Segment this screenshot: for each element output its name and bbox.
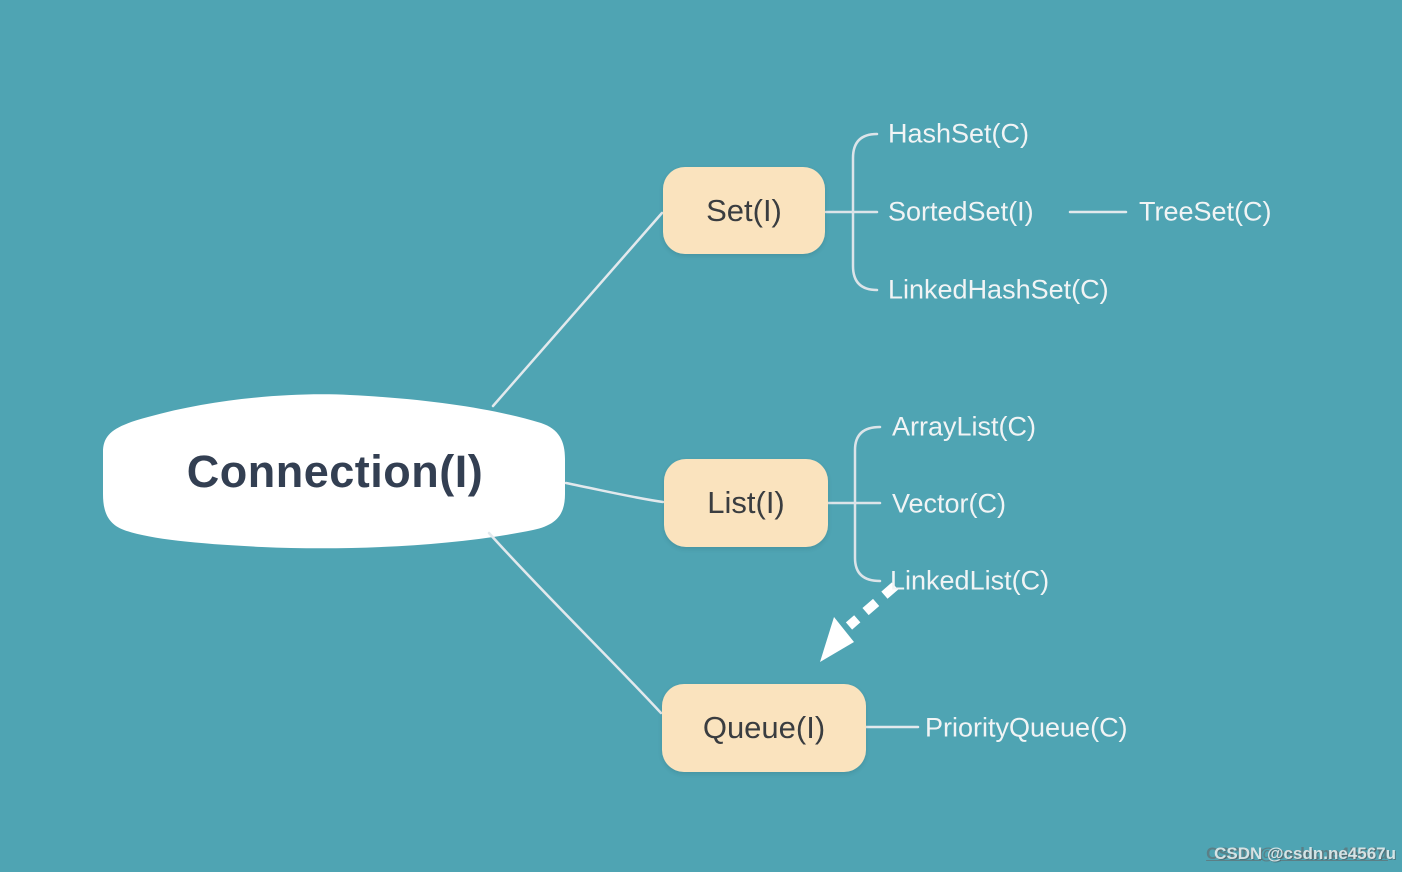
node-linkedlist[interactable]: LinkedList(C) <box>890 565 1050 596</box>
node-hashset[interactable]: HashSet(C) <box>888 118 1030 149</box>
csdn-watermark-back-copy: CSDN @csdn.ne4567u <box>1206 844 1388 863</box>
connector-root-set <box>491 211 664 408</box>
connector-root-list <box>564 481 665 504</box>
node-linkedhashset[interactable]: LinkedHashSet(C) <box>888 274 1109 305</box>
node-sortedset[interactable]: SortedSet(I) <box>888 196 1034 227</box>
node-arraylist[interactable]: ArrayList(C) <box>892 411 1037 442</box>
connector-root-queue <box>487 531 663 715</box>
node-root[interactable]: Connection(I) <box>186 446 484 497</box>
relation-arrow-head <box>820 617 854 662</box>
relation-arrow-dashes <box>845 582 899 630</box>
csdn-watermark: CSDN @csdn.ne4567u CSDN @csdn.ne4567u <box>1116 843 1396 867</box>
node-vector[interactable]: Vector(C) <box>892 488 1007 519</box>
node-list[interactable]: List(I) <box>664 459 828 547</box>
csdn-watermark-front-copy: CSDN @csdn.ne4567u <box>1214 844 1396 863</box>
root-node-shape[interactable] <box>103 394 565 549</box>
node-treeset[interactable]: TreeSet(C) <box>1139 196 1272 227</box>
node-set[interactable]: Set(I) <box>663 167 825 254</box>
node-priorityqueue[interactable]: PriorityQueue(C) <box>925 712 1128 743</box>
node-queue[interactable]: Queue(I) <box>662 684 866 772</box>
